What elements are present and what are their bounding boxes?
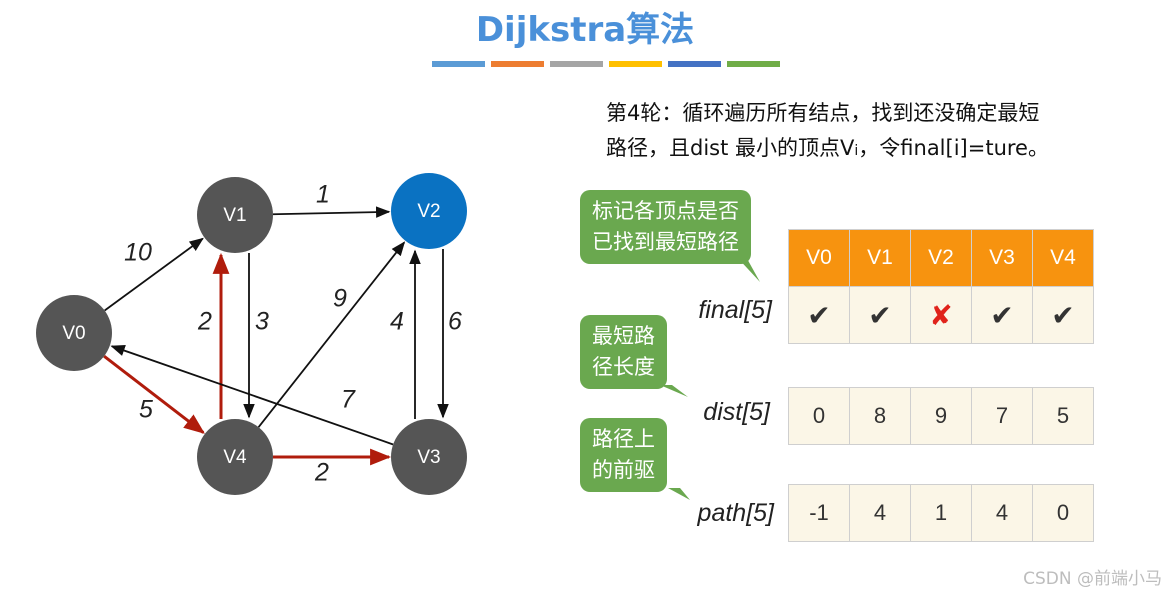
node-v0: V0: [36, 295, 112, 371]
path-note-line-2: 的前驱: [592, 458, 655, 482]
final-cell-v2: ✘: [910, 286, 972, 344]
dist-row: 0 8 9 7 5: [788, 387, 1094, 445]
node-circle-v3: [391, 419, 467, 495]
edge-v1-v2: [272, 206, 391, 218]
node-label-v2: V2: [417, 201, 440, 222]
edge-weight-v3-v0: 7: [341, 386, 356, 414]
edge-v0-v1: [104, 237, 204, 312]
header-cell-v1: V1: [849, 229, 911, 287]
description-text-end: ，令final[i]=ture。: [858, 136, 1049, 160]
final-table: V0 V1 V2 V3 V4 ✔ ✔ ✘ ✔ ✔: [788, 229, 1094, 344]
table-header-row: V0 V1 V2 V3 V4: [788, 229, 1094, 287]
path-note-bubble: 路径上 的前驱: [580, 418, 667, 492]
edge-weight-v0-v1: 10: [124, 239, 152, 267]
color-bar-segment: [550, 61, 603, 67]
node-label-v0: V0: [62, 323, 85, 344]
path-cell-v2: 1: [910, 484, 972, 542]
final-note-line-1: 标记各顶点是否: [592, 199, 739, 223]
header-cell-v2: V2: [910, 229, 972, 287]
path-row: -1 4 1 4 0: [788, 484, 1094, 542]
path-row-label: path[5]: [697, 499, 774, 527]
header-cell-v3: V3: [971, 229, 1033, 287]
path-cell-v3: 4: [971, 484, 1033, 542]
page-title: Dijkstra算法: [475, 10, 695, 50]
node-v2: V2: [391, 173, 467, 249]
watermark: CSDN @前端小马: [1023, 569, 1162, 589]
path-note-line-1: 路径上: [592, 427, 655, 451]
dist-note-line-1: 最短路: [592, 324, 655, 348]
path-table: -1 4 1 4 0: [788, 484, 1094, 542]
edge-weight-v1-v2: 1: [316, 181, 330, 209]
color-bar-segment: [491, 61, 544, 67]
node-label-v1: V1: [223, 205, 246, 226]
description-line-2: 路径，且dist 最小的顶点Vi，令final[i]=ture。: [606, 131, 1126, 169]
dist-cell-v2: 9: [910, 387, 972, 445]
description-text: 路径，且dist 最小的顶点V: [606, 136, 855, 160]
color-bar-segment: [668, 61, 721, 67]
node-v4: V4: [197, 419, 273, 495]
final-cell-v0: ✔: [788, 286, 850, 344]
dist-note-bubble: 最短路 径长度: [580, 315, 667, 389]
description-subscript: i: [854, 143, 859, 159]
edge-weight-v3-v2: 6: [448, 308, 462, 336]
edge-v3-v0: [110, 345, 394, 446]
header-cell-v0: V0: [788, 229, 850, 287]
color-bar-segment: [609, 61, 662, 67]
path-cell-v0: -1: [788, 484, 850, 542]
final-row-label: final[5]: [698, 296, 772, 324]
description-line-1: 第4轮：循环遍历所有结点，找到还没确定最短: [606, 101, 1040, 125]
final-cell-v1: ✔: [849, 286, 911, 344]
node-circle-v1: [197, 177, 273, 253]
dist-note-line-2: 径长度: [592, 355, 655, 379]
edge-weight-v4-v2: 9: [333, 285, 347, 313]
node-v3: V3: [391, 419, 467, 495]
round-description: 第4轮：循环遍历所有结点，找到还没确定最短 路径，且dist 最小的顶点Vi，令…: [606, 96, 1126, 169]
dist-row-label: dist[5]: [703, 398, 770, 426]
node-circle-v0: [36, 295, 112, 371]
node-v1: V1: [197, 177, 273, 253]
edge-weight-v2-v3: 4: [390, 308, 404, 336]
path-cell-v1: 4: [849, 484, 911, 542]
final-note-line-2: 已找到最短路径: [592, 230, 739, 254]
dist-cell-v4: 5: [1032, 387, 1094, 445]
dist-table: 0 8 9 7 5: [788, 387, 1094, 445]
node-label-v4: V4: [223, 447, 247, 468]
edge-weight-v4-v1: 3: [255, 308, 269, 336]
dist-cell-v1: 8: [849, 387, 911, 445]
color-bar-segment: [727, 61, 780, 67]
node-label-v3: V3: [417, 447, 440, 468]
final-note-bubble: 标记各顶点是否 已找到最短路径: [580, 190, 751, 264]
edge-v4-v2: [257, 241, 406, 428]
header-cell-v4: V4: [1032, 229, 1094, 287]
color-bar-segment: [432, 61, 485, 67]
dist-cell-v0: 0: [788, 387, 850, 445]
path-cell-v4: 0: [1032, 484, 1094, 542]
dist-cell-v3: 7: [971, 387, 1033, 445]
edge-weight-v4-v3: 2: [314, 459, 329, 487]
final-cell-v4: ✔: [1032, 286, 1094, 344]
final-cell-v3: ✔: [971, 286, 1033, 344]
edge-weight-v0-v4: 5: [139, 396, 153, 424]
node-circle-v2: [391, 173, 467, 249]
edge-weight-v1-v4: 2: [197, 308, 212, 336]
final-row: ✔ ✔ ✘ ✔ ✔: [788, 286, 1094, 344]
edge-v0-v4: [103, 354, 205, 434]
node-circle-v4: [197, 419, 273, 495]
